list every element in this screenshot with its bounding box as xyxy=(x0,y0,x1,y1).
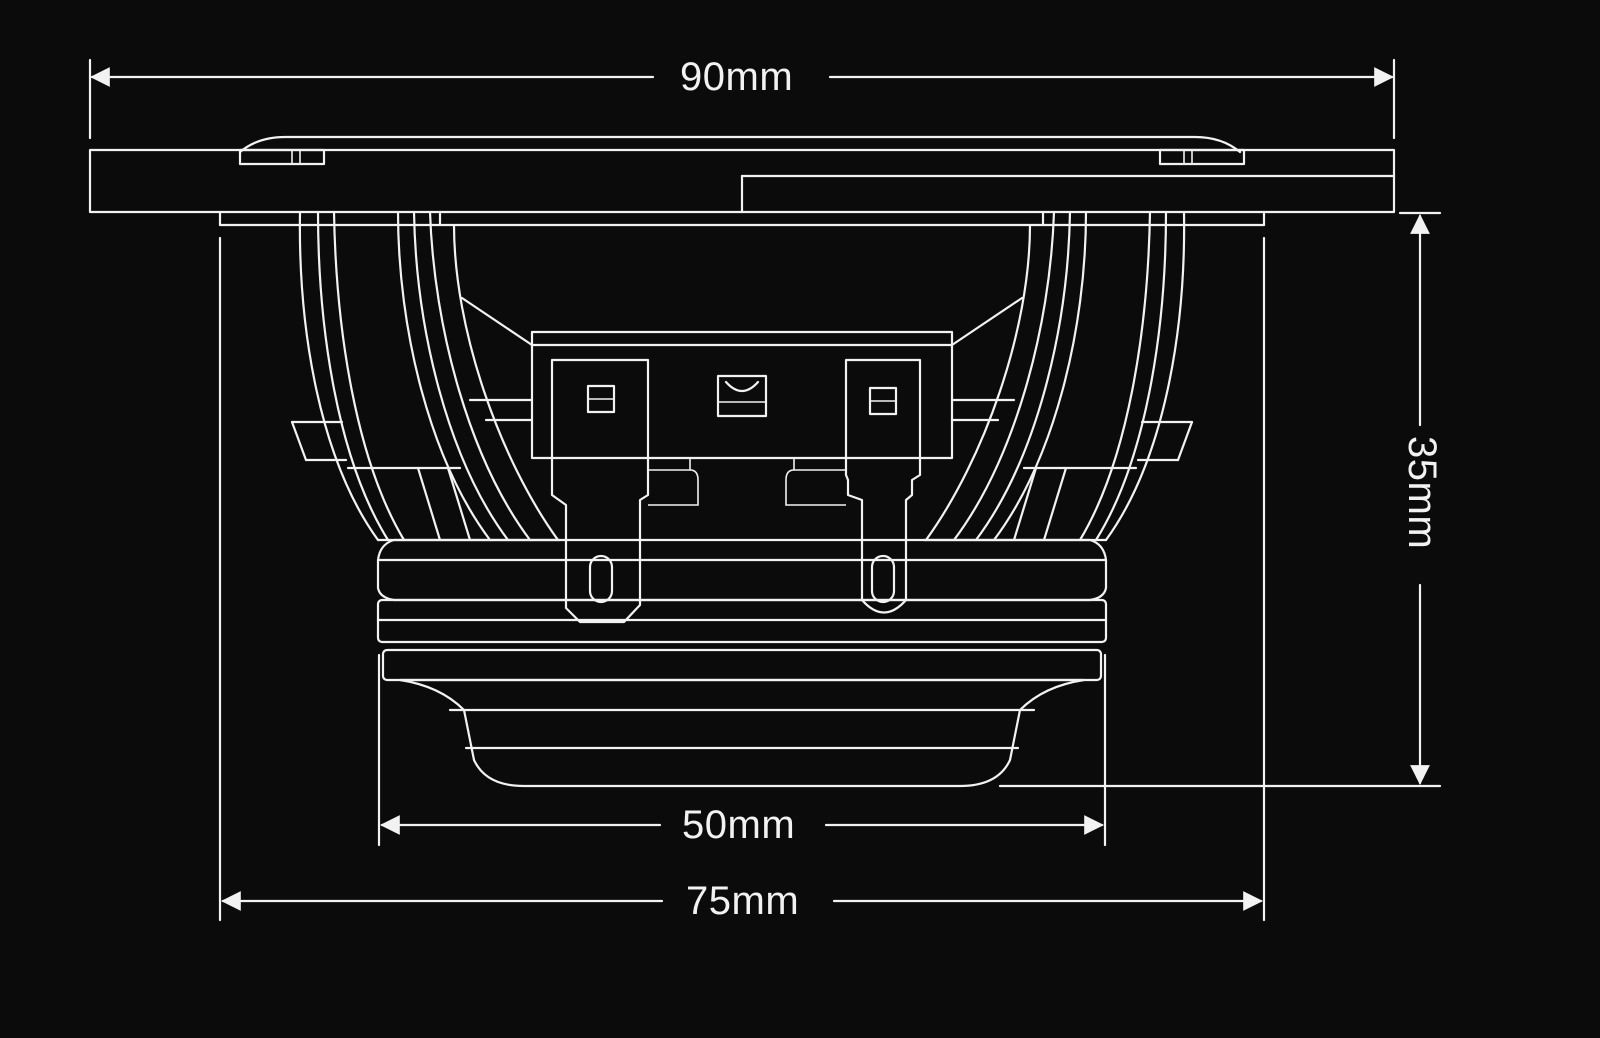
dimension-label-50mm: 50mm xyxy=(682,803,796,847)
dimension-75mm xyxy=(218,236,1266,922)
dimension-50mm xyxy=(377,653,1107,847)
basket-right xyxy=(922,210,1194,542)
dimension-35mm xyxy=(998,211,1442,788)
speaker-flange xyxy=(88,135,1396,227)
dimension-label-35mm: 35mm xyxy=(1400,436,1444,550)
dimension-label-90mm: 90mm xyxy=(680,55,794,99)
dimension-90mm xyxy=(88,58,1396,140)
dimension-label-75mm: 75mm xyxy=(686,879,800,923)
magnet-assembly xyxy=(376,538,1108,788)
terminal-block xyxy=(530,330,954,624)
basket-left xyxy=(290,210,562,542)
